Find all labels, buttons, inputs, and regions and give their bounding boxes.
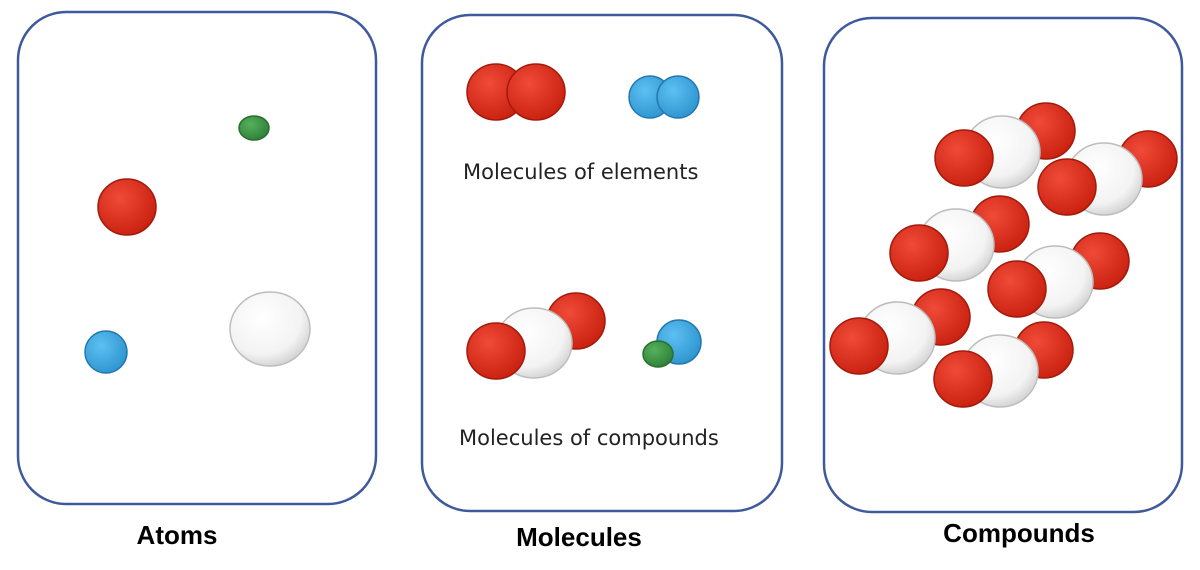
red-atom [889, 224, 949, 282]
caption-molecules-of-elements: Molecules of elements [463, 160, 699, 184]
compound-molecule [987, 232, 1130, 319]
atoms-panel [16, 10, 378, 506]
red-atom [97, 178, 157, 236]
panel-title-atoms: Atoms [136, 520, 218, 550]
compound-molecule [829, 288, 971, 375]
red-atom [466, 322, 526, 380]
caption-molecules-of-compounds: Molecules of compounds [459, 426, 719, 450]
panel-title-compounds: Compounds [943, 518, 1095, 548]
green-atom [238, 115, 270, 141]
blue-atom [84, 330, 128, 374]
red-atom [506, 63, 566, 121]
red-atom [934, 129, 994, 187]
blue-atom [656, 75, 700, 119]
red-atom [933, 350, 993, 408]
red-atom [987, 260, 1047, 318]
red-atom [829, 317, 889, 375]
atoms-group [84, 115, 311, 374]
red-atom [1037, 158, 1097, 216]
compound-molecule [889, 195, 1030, 282]
molecules-of-elements [466, 63, 700, 121]
molecules-of-compounds [466, 292, 702, 380]
compounds-panel [822, 16, 1184, 514]
molecules-panel [420, 13, 784, 513]
compound-molecule [1037, 130, 1178, 216]
white-atom [229, 291, 311, 367]
compounds-group [829, 102, 1178, 408]
compound-molecule [933, 321, 1074, 408]
green-atom [642, 340, 674, 368]
compound-molecule [934, 102, 1076, 189]
panel-title-molecules: Molecules [516, 522, 642, 552]
